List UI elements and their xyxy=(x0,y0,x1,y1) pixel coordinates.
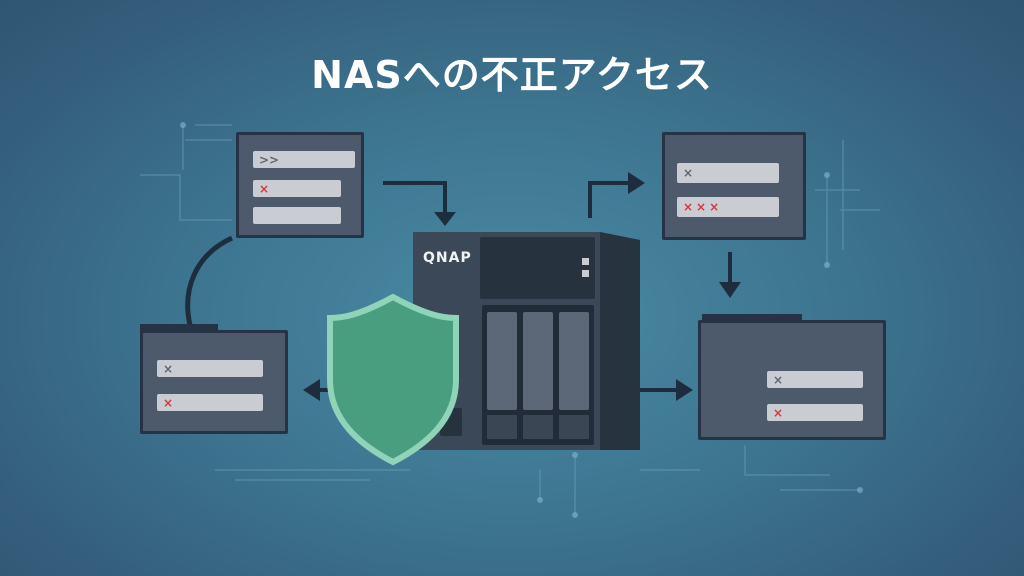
panel-field: × xyxy=(677,163,779,183)
error-marks: ××× xyxy=(683,200,723,214)
error-mark: × xyxy=(259,181,273,196)
panel-field: × xyxy=(157,360,263,377)
panel-tab xyxy=(702,314,802,322)
panel-top-left: >> × xyxy=(236,132,364,238)
arrowheads xyxy=(303,172,741,401)
nas-device xyxy=(413,232,640,450)
close-icon: × xyxy=(163,361,174,376)
panel-field: × xyxy=(253,180,341,197)
circuit-decoration xyxy=(140,124,880,515)
close-icon: × xyxy=(683,166,694,180)
panel-right: × × xyxy=(698,320,886,440)
panel-field: × xyxy=(157,394,263,411)
chevron-right-icon: >> xyxy=(259,152,280,167)
panel-field: >> xyxy=(253,151,355,168)
nas-brand-logo: QNAP xyxy=(423,250,472,266)
panel-tab xyxy=(140,324,218,332)
panel-field: ××× xyxy=(677,197,779,217)
page-title: NASへの不正アクセス xyxy=(311,53,713,97)
panel-field: × xyxy=(767,404,863,421)
panel-top-right: × ××× xyxy=(662,132,806,240)
circuit-nodes xyxy=(180,122,863,518)
error-mark: × xyxy=(163,395,177,410)
connector-arc xyxy=(185,235,234,326)
panel-field: × xyxy=(767,371,863,388)
panel-left: × × xyxy=(140,330,288,434)
shield-icon xyxy=(327,293,459,466)
panel-field xyxy=(253,207,341,224)
error-mark: × xyxy=(773,405,787,420)
close-icon: × xyxy=(773,372,784,387)
